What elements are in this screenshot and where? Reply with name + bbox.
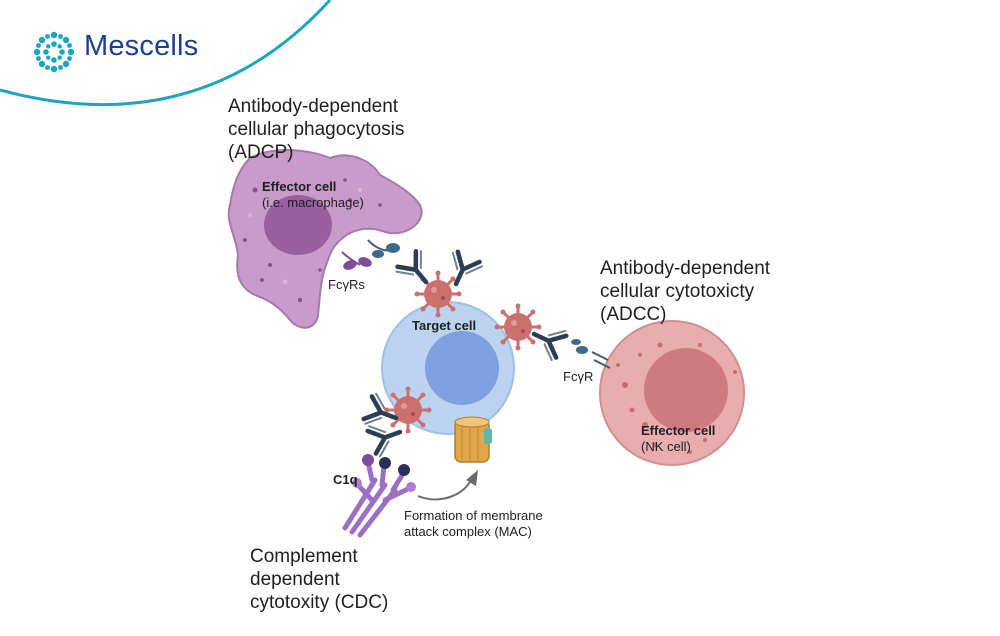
mac-pore-icon bbox=[454, 416, 492, 463]
macrophage-subtitle: (i.e. macrophage) bbox=[262, 195, 364, 210]
adcp-line-1: Antibody-dependent bbox=[228, 96, 399, 117]
header-swoosh bbox=[0, 0, 332, 107]
mescells-logo-icon bbox=[33, 31, 75, 73]
macrophage-title: Effector cell bbox=[262, 179, 337, 194]
c1q-label: C1q bbox=[333, 472, 358, 487]
mac-label: Formation of membrane attack complex (MA… bbox=[404, 508, 543, 540]
macrophage-cell bbox=[227, 149, 423, 329]
adcp-label: Antibody-dependent cellular phagocytosis… bbox=[228, 95, 404, 164]
adcc-line-3: (ADCC) bbox=[600, 304, 667, 325]
nk-cell-nucleus bbox=[644, 348, 728, 432]
macrophage-nucleus bbox=[264, 195, 332, 255]
cdc-line-2: dependent bbox=[250, 569, 340, 590]
brand-name: Mescells bbox=[84, 30, 199, 62]
mac-line-1: Formation of membrane bbox=[404, 508, 543, 523]
nk-fcyr-receptor bbox=[571, 339, 611, 369]
target-cell-label: Target cell bbox=[412, 318, 477, 333]
adcp-line-3: (ADCP) bbox=[228, 142, 294, 163]
fcyr-label: FcγR bbox=[563, 369, 594, 384]
nk-cell bbox=[599, 320, 745, 466]
adcp-line-2: cellular phagocytosis bbox=[228, 119, 405, 140]
adcc-label: Antibody-dependent cellular cytotoxicty … bbox=[600, 257, 770, 326]
nk-cell-subtitle: (NK cell) bbox=[641, 439, 691, 454]
cdc-label: Complement dependent cytotoxity (CDC) bbox=[250, 545, 388, 614]
target-cell-nucleus bbox=[425, 331, 499, 405]
nk-cell-title: Effector cell bbox=[641, 423, 716, 438]
cdc-line-1: Complement bbox=[250, 546, 358, 567]
macrophage-fcyr-receptors bbox=[341, 239, 400, 270]
antibody-complement-2 bbox=[366, 417, 405, 457]
fcyrs-label: FcγRs bbox=[328, 277, 365, 292]
c1q-heads bbox=[352, 454, 416, 492]
antigen-bottom bbox=[383, 385, 433, 435]
antigen-right bbox=[493, 302, 543, 352]
mac-line-2: attack complex (MAC) bbox=[404, 524, 532, 539]
mac-arrow bbox=[417, 470, 478, 501]
cdc-line-3: cytotoxity (CDC) bbox=[250, 592, 389, 613]
adcc-line-1: Antibody-dependent bbox=[600, 258, 771, 279]
adcc-line-2: cellular cytotoxicty bbox=[600, 281, 755, 302]
